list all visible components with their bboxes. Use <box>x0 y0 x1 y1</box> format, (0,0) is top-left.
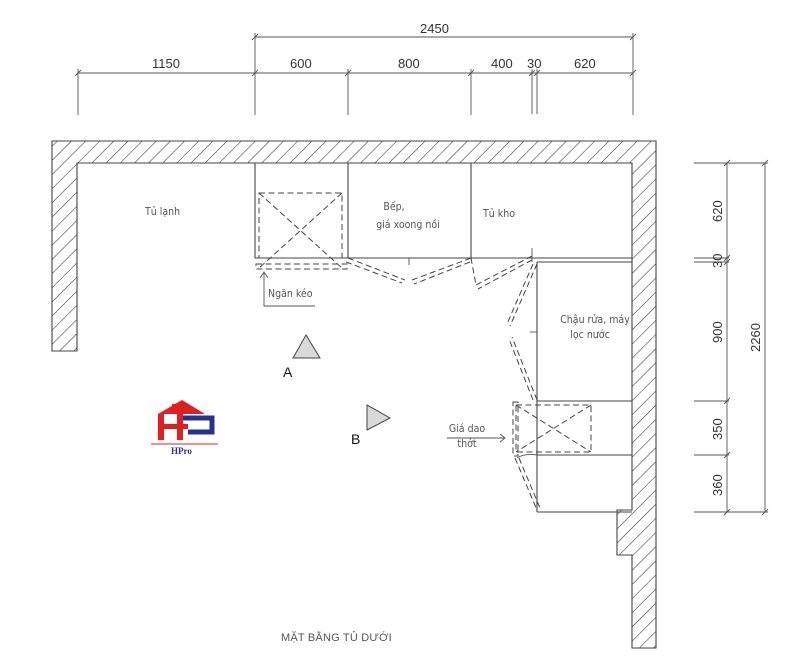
dimension-800: 800 <box>398 56 420 71</box>
knife-rack-drawer <box>447 401 592 511</box>
drawing-title: MẶT BẰNG TỦ DƯỚI <box>281 631 392 644</box>
dimension-30: 30 <box>527 56 541 71</box>
top-cabinet-run <box>254 163 632 263</box>
dimension-v-900: 900 <box>710 321 725 343</box>
room-labels: Tủ lạnh Bếp, giá xoong nồi Tủ kho Ngăn k… <box>144 201 630 450</box>
drawer-unit <box>255 192 348 307</box>
label-fridge: Tủ lạnh <box>144 206 180 218</box>
label-knife-line1: Giá dao <box>449 423 486 435</box>
dimension-400: 400 <box>491 56 513 71</box>
dimension-v-620: 620 <box>710 200 725 222</box>
walls <box>51 140 657 649</box>
dimension-600: 600 <box>290 56 312 71</box>
label-storage: Tủ kho <box>482 208 515 220</box>
dimension-v-360: 360 <box>710 474 725 496</box>
right-dimension-chain: 620 30 900 350 360 2260 <box>694 159 769 516</box>
view-marker-a: A <box>283 334 321 380</box>
dimension-620: 620 <box>574 56 596 71</box>
marker-a-label: A <box>283 364 293 380</box>
label-drawer: Ngăn kéo <box>268 288 313 300</box>
hpro-logo: HPro <box>151 400 218 456</box>
label-stove-line1: Bếp, <box>383 201 404 213</box>
dimension-v-30: 30 <box>710 254 725 268</box>
view-marker-b: B <box>351 404 392 447</box>
label-knife-line2: thớt <box>457 438 476 450</box>
label-sink-line1: Chậu rửa, máy <box>560 314 630 326</box>
top-dimension-chain: 2450 1150 600 800 400 30 620 <box>74 21 637 115</box>
door-swings-right <box>506 263 538 401</box>
dimension-1150: 1150 <box>152 56 180 71</box>
right-cabinet-run <box>536 262 632 513</box>
marker-b-label: B <box>351 431 360 447</box>
logo-text: HPro <box>171 446 192 456</box>
dimension-v-350: 350 <box>710 418 725 440</box>
dimension-total-width: 2450 <box>420 21 449 36</box>
label-stove-line2: giá xoong nồi <box>376 219 440 231</box>
label-sink-line2: lọc nước <box>570 329 610 341</box>
dimension-v-total: 2260 <box>748 323 763 352</box>
door-swings-top <box>345 248 533 290</box>
